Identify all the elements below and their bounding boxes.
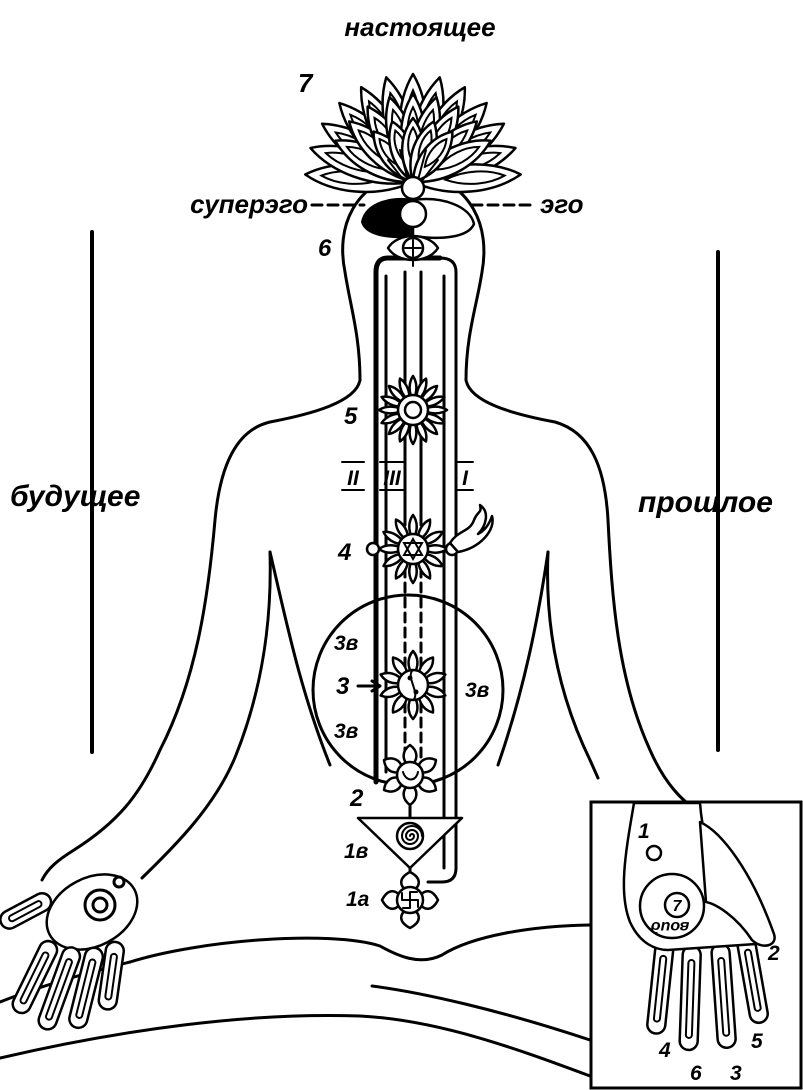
right-foot-line bbox=[372, 986, 590, 1040]
chakra-4 bbox=[379, 515, 447, 583]
crown-circle-upper bbox=[402, 177, 424, 199]
crown-number: 7 bbox=[298, 68, 314, 98]
inset-label-6: 6 bbox=[690, 1062, 702, 1085]
arrow-icon bbox=[358, 681, 380, 691]
inset-center-number: 7 bbox=[673, 898, 683, 915]
void-label-right: 3в bbox=[465, 679, 490, 702]
left-arm-outer bbox=[42, 380, 360, 880]
chakra-2 bbox=[381, 745, 439, 805]
chakra-4-number: 4 bbox=[337, 539, 351, 566]
inset-label-5: 5 bbox=[751, 1030, 763, 1053]
future-label: будущее bbox=[10, 480, 140, 513]
chakra-4-left-node bbox=[367, 543, 379, 555]
channel-center-label: III bbox=[383, 467, 402, 490]
crown-circle-lower bbox=[400, 201, 426, 227]
chakra-5-number: 5 bbox=[344, 403, 358, 430]
superego-label: суперэго bbox=[190, 189, 308, 219]
chakra-3 bbox=[379, 651, 446, 719]
void-label-lower-left: 3в bbox=[334, 720, 359, 743]
inset-label-1: 1 bbox=[638, 820, 650, 843]
chakra-5 bbox=[379, 376, 447, 444]
left-torso bbox=[270, 552, 330, 765]
ego-label: эго bbox=[540, 189, 584, 219]
inset-label-4: 4 bbox=[658, 1039, 671, 1062]
chakra-1v-number: 1в bbox=[344, 840, 369, 863]
left-hand bbox=[0, 859, 150, 1031]
channel-right-label: I bbox=[462, 467, 469, 490]
inset-void-text: воид bbox=[651, 918, 690, 935]
lower-leg-line bbox=[0, 1015, 590, 1076]
channel-left-label: II bbox=[347, 467, 360, 490]
channel-rules bbox=[342, 462, 473, 490]
right-arm-inner bbox=[548, 552, 598, 778]
void-label-upper-left: 3в bbox=[334, 632, 359, 655]
right-torso bbox=[498, 552, 548, 765]
chakra-3-number: 3 bbox=[336, 673, 350, 700]
chakra-2-number: 2 bbox=[349, 785, 364, 812]
chakra-1v bbox=[358, 818, 462, 868]
past-label: прошлое bbox=[638, 486, 773, 519]
inset-small-circle bbox=[647, 846, 661, 860]
hand-inset: 1 2 4 6 3 5 7 воид bbox=[591, 802, 801, 1088]
chakra-6-number: 6 bbox=[318, 235, 332, 262]
inset-label-3: 3 bbox=[730, 1062, 742, 1085]
chakra-1a-number: 1а bbox=[346, 888, 370, 911]
chakra-1a bbox=[382, 872, 438, 928]
inset-label-2: 2 bbox=[767, 942, 780, 965]
lap-line bbox=[130, 925, 590, 962]
present-label: настоящее bbox=[344, 12, 495, 42]
